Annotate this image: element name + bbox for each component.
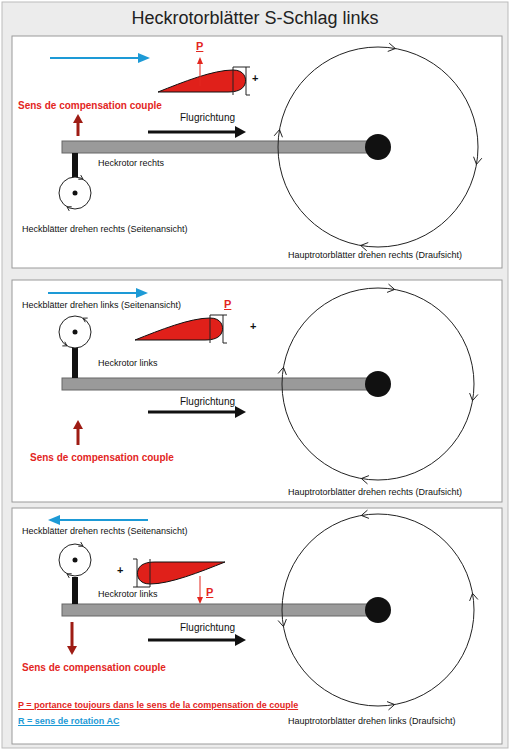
tail-rotor-circle-arrow <box>67 574 72 578</box>
blade-profile <box>135 315 227 343</box>
rotation-arrow-head <box>48 515 60 525</box>
annotation-text: Heckblätter drehen links (Seitenansicht) <box>22 300 181 311</box>
panel-frame <box>12 280 502 502</box>
tail-hub <box>73 191 78 196</box>
tail-boom <box>62 604 378 616</box>
torque-arrow-head <box>67 646 77 655</box>
annotation-text: + <box>252 72 258 85</box>
lift-arrow <box>200 64 201 86</box>
annotation-text: + <box>250 320 256 333</box>
blade-profile <box>158 67 250 95</box>
annotation-text: R = sens de rotation AC <box>18 716 119 727</box>
tail-rotor-circle <box>59 177 91 209</box>
tail-mast <box>72 348 78 378</box>
torque-arrow-head <box>73 420 83 429</box>
annotation-text: Sens de compensation couple <box>22 662 166 674</box>
blade-profile <box>133 559 225 587</box>
tail-hub <box>73 330 78 335</box>
main-rotor-circle-arrow <box>361 510 369 518</box>
rotation-arrow <box>48 292 136 294</box>
tail-rotor-circle <box>59 544 91 576</box>
rotor-hub <box>365 371 391 397</box>
lift-arrow-head <box>197 57 203 64</box>
pitch-bracket <box>133 559 150 587</box>
annotation-text: + <box>117 564 123 577</box>
main-rotor-circle-arrow <box>361 476 369 484</box>
flight-arrow-head <box>235 634 246 646</box>
main-rotor-circle-arrow <box>470 593 478 601</box>
airfoil <box>158 70 246 92</box>
main-rotor-circle <box>278 47 478 247</box>
main-rotor-circle-arrow <box>361 243 369 251</box>
panel-frame <box>12 36 502 268</box>
annotation-text: Flugrichtung <box>180 622 235 634</box>
tail-rotor-circle-arrow <box>67 207 72 211</box>
annotation-text: Heckrotor links <box>98 589 158 600</box>
main-rotor-circle-arrow <box>388 43 396 51</box>
flight-arrow <box>148 639 235 642</box>
annotation-text: Heckblätter drehen rechts (Seitenansicht… <box>22 526 188 537</box>
annotation-text: Heckblätter drehen rechts (Seitenansicht… <box>22 224 188 235</box>
pitch-bracket <box>210 315 227 343</box>
flight-arrow <box>148 131 235 134</box>
rotation-arrow-head <box>136 288 148 298</box>
main-rotor-circle <box>282 514 474 706</box>
tail-mast <box>72 577 78 604</box>
rotation-arrow-head <box>138 53 150 63</box>
torque-arrow <box>77 429 80 445</box>
main-rotor-circle <box>282 288 474 480</box>
annotation-text: P <box>206 586 213 599</box>
rotation-arrow <box>50 57 138 59</box>
torque-arrow-head <box>73 114 83 123</box>
lift-arrow-head <box>197 597 203 604</box>
flight-arrow-head <box>235 406 246 418</box>
tail-rotor-circle-arrow <box>78 542 83 546</box>
diagram-panel: P + Sens de compensation coupleFlugrichtun… <box>12 36 502 268</box>
annotation-text: Sens de compensation couple <box>18 100 162 112</box>
annotation-text: P <box>224 298 231 311</box>
tail-rotor-circle-arrow <box>83 318 88 322</box>
annotation-text: Heckrotor links <box>98 358 158 369</box>
annotation-text: Sens de compensation couple <box>30 452 174 464</box>
annotation-text: Hauptrotorblätter drehen rechts (Draufsi… <box>288 487 462 498</box>
flight-arrow-head <box>235 126 246 138</box>
annotation-text: Heckrotor rechts <box>98 158 164 169</box>
rotation-arrow <box>60 519 148 521</box>
main-rotor-circle-arrow <box>387 702 395 710</box>
airfoil <box>137 562 225 584</box>
tail-rotor-circle-arrow <box>78 175 83 179</box>
tail-hub <box>73 558 78 563</box>
main-rotor-circle-arrow <box>278 619 286 627</box>
flight-arrow <box>148 411 235 414</box>
annotation-text: Hauptrotorblätter drehen rechts (Draufsi… <box>288 250 462 261</box>
pitch-bracket <box>233 67 250 95</box>
torque-arrow <box>77 123 80 136</box>
airfoil <box>135 318 223 340</box>
diagram-panel: Heckblätter drehen links (Seitenansicht)… <box>12 280 502 502</box>
panel-frame <box>12 508 502 744</box>
annotation-text: P = portance toujours dans le sens de la… <box>18 700 298 711</box>
annotation-text: P <box>196 40 203 53</box>
tail-rotor-circle-arrow <box>62 342 67 346</box>
rotor-hub <box>365 134 391 160</box>
torque-arrow <box>71 622 74 646</box>
tail-rotor-circle <box>59 316 91 348</box>
tail-boom <box>62 141 378 153</box>
diagram-panel: Heckblätter drehen rechts (Seitenansicht… <box>12 508 502 744</box>
diagram-title: Heckrotorblätter S-Schlag links <box>0 8 510 30</box>
annotation-text: Hauptrotorblätter drehen links (Draufsic… <box>288 716 456 727</box>
tail-boom <box>62 378 378 390</box>
main-rotor-circle-arrow <box>474 157 482 165</box>
tail-mast <box>72 153 78 177</box>
main-rotor-circle-arrow <box>470 393 478 401</box>
rotor-hub <box>365 597 391 623</box>
main-rotor-circle-arrow <box>387 284 395 292</box>
annotation-text: Flugrichtung <box>180 112 235 124</box>
main-rotor-circle-arrow <box>278 367 286 375</box>
main-rotor-circle-arrow <box>274 130 282 138</box>
annotation-text: Flugrichtung <box>180 396 235 408</box>
lift-arrow <box>200 576 201 597</box>
